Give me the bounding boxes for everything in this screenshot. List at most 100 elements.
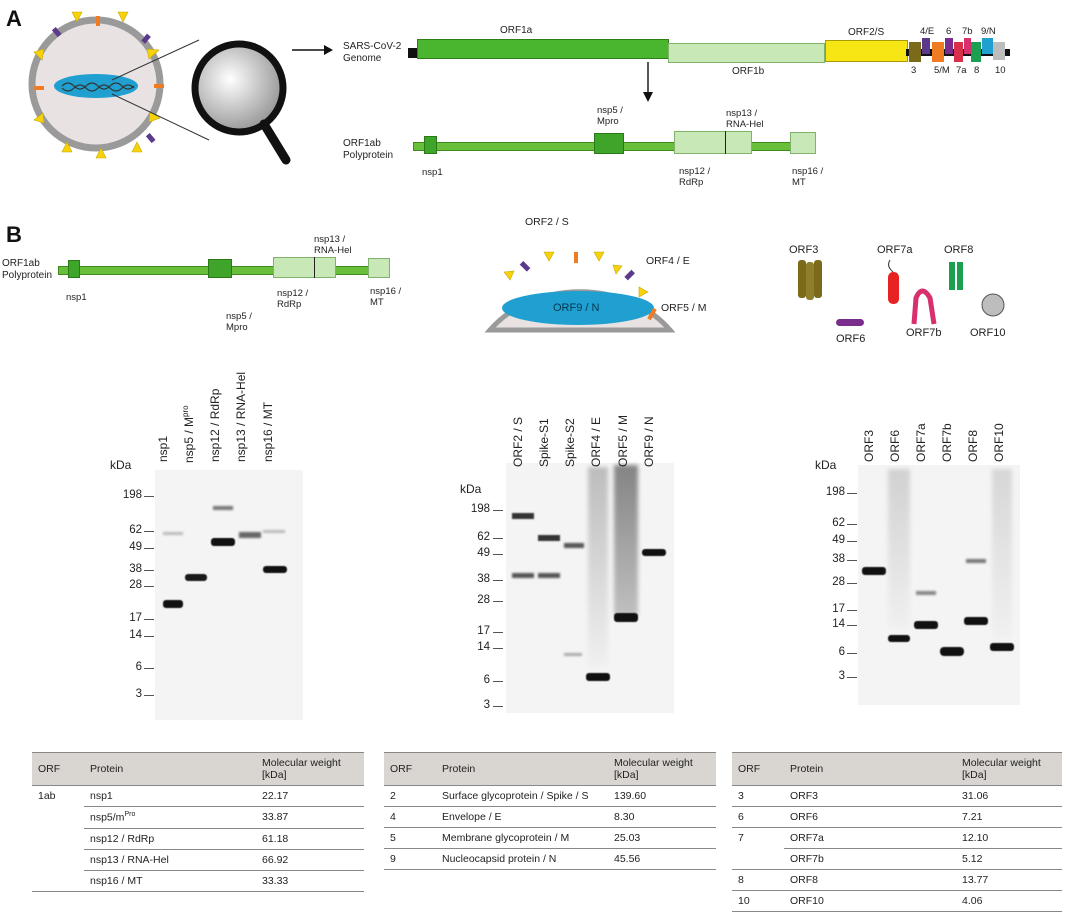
gel3-tick: 17: [832, 603, 845, 615]
gel3-tick: 6: [838, 646, 845, 658]
gel3-kda-title: kDa: [815, 458, 837, 472]
gel3-lane-label: ORF3: [862, 429, 876, 462]
band-spike-s1: [538, 535, 560, 541]
virion-n-label: ORF9 / N: [553, 302, 600, 314]
nsp1-label-a: nsp1: [422, 167, 443, 178]
gel3-tick: 14: [832, 618, 845, 630]
orf7a-block: [954, 42, 963, 62]
orf9n-block: [982, 38, 993, 54]
virion-magnifier-diagram: [28, 11, 291, 165]
gel1-tick: 49: [129, 541, 142, 553]
nsp5-domain-a: [594, 133, 624, 154]
gel2-lane-label: ORF2 / S: [511, 416, 525, 467]
gel1-lane-label: nsp1: [156, 435, 170, 462]
band-nsp1: [163, 600, 183, 608]
band-orf9n: [642, 549, 666, 556]
nsp13-label-b: nsp13 /RNA-Hel: [314, 234, 352, 256]
gel1-lane-label: nsp13 / RNA-Hel: [234, 371, 248, 462]
gel1-kda-title: kDa: [110, 458, 132, 472]
membrane-proteins: [51, 27, 156, 144]
orf1a-block: [417, 39, 669, 59]
gel2-lane-label: ORF9 / N: [642, 416, 656, 467]
band-orf4e: [586, 673, 610, 681]
gel2-tick: 49: [477, 547, 490, 559]
virion-s-label: ORF2 / S: [525, 216, 569, 228]
envelope-proteins-b: [574, 252, 657, 321]
orf6-block: [945, 38, 953, 54]
orf5m-block: [932, 42, 944, 62]
orf10-block: [993, 42, 1005, 60]
envelope-proteins: [34, 16, 164, 90]
band-orf6: [888, 635, 910, 642]
virion-e-label: ORF4 / E: [646, 255, 690, 267]
orf1a-label: ORF1a: [500, 25, 533, 36]
gel-1: [155, 470, 303, 720]
orf10-label: 10: [995, 65, 1006, 76]
polyprotein-label-a: ORF1ab Polyprotein: [343, 138, 394, 161]
gel2-tick: 38: [477, 573, 490, 585]
band-nsp5: [185, 574, 207, 581]
arrow-down-icon: [643, 62, 653, 102]
orf7b-label: 7b: [962, 26, 973, 37]
gel2-tick: 3: [483, 699, 490, 711]
band-orf2s: [512, 513, 534, 519]
gel3-lane-label: ORF8: [966, 429, 980, 462]
gel2-tick: 198: [470, 503, 490, 515]
gel3-tick: 38: [832, 553, 845, 565]
orf6-label: 6: [946, 26, 952, 37]
nsp12-label-a: nsp12 /RdRp: [679, 166, 711, 188]
gel3-tick: 3: [838, 670, 845, 682]
gel3-lane-label: ORF7b: [940, 423, 954, 462]
orf7b-block: [964, 38, 971, 54]
gel1-tick: 198: [122, 489, 142, 501]
orf8-label: 8: [974, 65, 980, 76]
orf7a-label: 7a: [956, 65, 967, 76]
accessory-proteins-diagram: [798, 259, 1005, 326]
orf3-shape: [798, 260, 822, 300]
virion-nucleocapsid: [54, 74, 138, 98]
band-nsp16: [263, 566, 287, 573]
gel1-tick: 38: [129, 563, 142, 575]
gel3-lane-label: ORF10: [992, 423, 1006, 462]
nsp13-label-a: nsp13 /RNA-Hel: [726, 108, 764, 130]
gel1-tick: 6: [135, 661, 142, 673]
orf6-shape: [836, 319, 864, 326]
panel-letter-a: A: [6, 6, 22, 31]
gel3-tick: 49: [832, 534, 845, 546]
gel1-lane-label: nsp12 / RdRp: [208, 388, 222, 462]
orf3-block: [909, 42, 921, 62]
gel1-tick: 62: [129, 524, 142, 536]
orf1b-label: ORF1b: [732, 66, 765, 77]
virion-structure-diagram: [484, 251, 676, 333]
band-orf5m: [614, 613, 638, 622]
nucleocapsid-shape: [502, 291, 654, 325]
gel2-lane-label: ORF4 / E: [589, 416, 603, 467]
nsp5-label-b: nsp5 /Mpro: [226, 311, 252, 333]
band-orf8: [964, 617, 988, 625]
spike-proteins-b: [503, 251, 649, 298]
orf7a-shape: [888, 272, 899, 304]
gel3-tick: 28: [832, 576, 845, 588]
gel1-lane-label: nsp5 / Mpro: [181, 405, 196, 463]
magnifier-icon: [191, 40, 287, 136]
nsp12-13-domain-b: [273, 257, 336, 278]
arrow-right-icon: [292, 45, 333, 55]
spike-proteins: [33, 11, 161, 159]
orf8-shape-2: [957, 262, 963, 290]
gel1-tick: 17: [129, 612, 142, 624]
band-orf10: [990, 643, 1014, 651]
gel2-tick: 17: [477, 625, 490, 637]
nsp16-label-b: nsp16 /MT: [370, 286, 402, 308]
